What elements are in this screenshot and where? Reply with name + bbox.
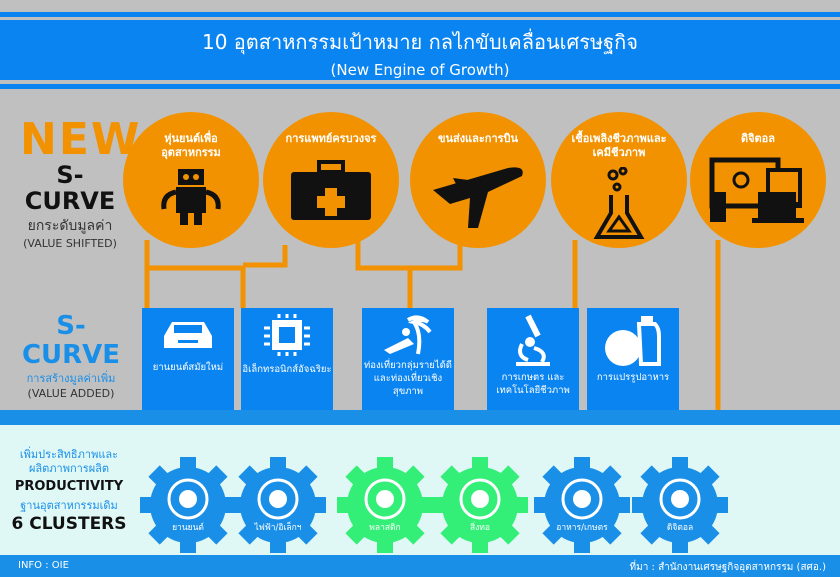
scurve-tourism: ท่องเที่ยวกลุ่มรายได้ดี และท่องเที่ยวเชิ… bbox=[362, 308, 454, 410]
car-icon bbox=[164, 322, 212, 348]
microscope-icon bbox=[516, 314, 550, 366]
footer-info: INFO : OIE bbox=[18, 560, 69, 571]
page-subtitle: (New Engine of Growth) bbox=[330, 61, 510, 79]
footer-source: ที่มา : สำนักงานเศรษฐกิจอุตสาหกรรม (สศอ.… bbox=[629, 562, 826, 573]
gear-label: ไฟฟ้า/อิเล็กฯ bbox=[254, 523, 302, 533]
robot-icon bbox=[161, 168, 221, 225]
scurve-food-processing: การแปรรูปอาหาร bbox=[587, 308, 679, 410]
new-scurve-medical: การแพทย์ครบวงจร bbox=[263, 112, 399, 248]
new-scurve-aviation: ขนส่งและการบิน bbox=[410, 112, 546, 248]
connector-robot bbox=[144, 240, 246, 308]
flask-icon bbox=[593, 166, 645, 239]
beach-icon bbox=[384, 315, 432, 355]
top-stripe bbox=[0, 12, 840, 17]
scurve-electronics: อิเล็กทรอนิกส์อัจฉริยะ bbox=[241, 308, 333, 410]
footer: INFO : OIE ที่มา : สำนักงานเศรษฐกิจอุตสา… bbox=[0, 555, 840, 577]
gear-label: อาหาร/เกษตร bbox=[556, 523, 608, 533]
gear-label: ดิจิตอล bbox=[666, 523, 694, 533]
gear-label: สิ่งทอ bbox=[469, 523, 491, 533]
new-scurve-biofuel: เชื้อเพลิงชีวภาพและเคมีชีวภาพ bbox=[551, 112, 687, 248]
clusters-label: เพิ่มประสิทธิภาพและผลิตภาพการผลิต PRODUC… bbox=[11, 448, 127, 534]
airplane-icon bbox=[433, 167, 523, 229]
medical-kit-icon bbox=[291, 160, 371, 221]
page-title: 10 อุตสาหกรรมเป้าหมาย กลไกขับเคลื่อนเศรษ… bbox=[201, 30, 638, 54]
scurve-automotive: ยานยนต์สมัยใหม่ bbox=[142, 308, 234, 410]
new-scurve-robot: หุ่นยนต์เพื่ออุตสาหกรรม bbox=[123, 112, 259, 248]
chip-icon bbox=[264, 314, 310, 356]
gear-label: พลาสติก bbox=[369, 523, 401, 533]
scurve-agri-biotech: การเกษตร และเทคโนโลยีชีวภาพ bbox=[487, 308, 579, 410]
header-banner: 10 อุตสาหกรรมเป้าหมาย กลไกขับเคลื่อนเศรษ… bbox=[0, 20, 840, 80]
header-bottom-stripe bbox=[0, 84, 840, 89]
gear-label: ยานยนต์ bbox=[172, 523, 204, 533]
devices-icon bbox=[709, 157, 804, 224]
new-scurve-label: NEW S-CURVE ยกระดับมูลค่า (VALUE SHIFTED… bbox=[20, 114, 142, 250]
new-scurve-digital: ดิจิตอล bbox=[690, 112, 826, 248]
food-icon bbox=[605, 316, 661, 366]
scurve-label: S-CURVE การสร้างมูลค่าเพิ่ม (VALUE ADDED… bbox=[21, 311, 121, 401]
cluster-bar bbox=[0, 410, 840, 425]
